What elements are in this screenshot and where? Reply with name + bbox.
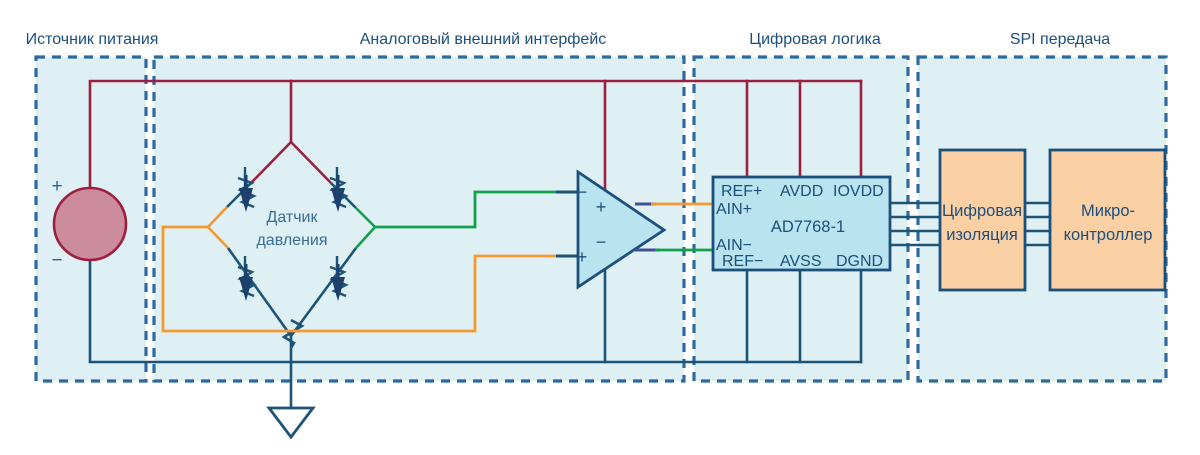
voltage-source-plus-label: +	[51, 176, 62, 197]
bridge-arm-bottom-left-b	[226, 247, 293, 337]
adc-pin-ref-plus: REF+	[721, 183, 762, 200]
bridge-arm-bottom-right	[355, 226, 376, 249]
bridge-arm-bottom-left	[207, 226, 229, 249]
section-title-digital: Цифровая логика	[749, 31, 881, 48]
ground-symbol	[266, 406, 316, 440]
microcontroller-body	[1048, 148, 1167, 292]
instrumentation-amplifier: − + + −	[576, 169, 667, 290]
power-rail-net	[88, 79, 863, 190]
adc-chip: REF+ AVDD IOVDD AIN+ AIN− AD7768-1 REF− …	[711, 175, 892, 272]
strain-gauge-arrow-top-right	[331, 188, 345, 212]
sensor-label-line2: давления	[256, 232, 327, 249]
digital-isolation-block: Цифровая изоляция	[938, 148, 1027, 292]
adc-chip-body	[711, 175, 892, 272]
amplifier-input-minus-top: −	[577, 182, 588, 202]
adc-pin-ain-minus: AIN−	[716, 237, 752, 254]
bridge-arm-top-right	[290, 141, 332, 184]
amplifier-input-plus-bottom: +	[577, 247, 588, 267]
section-title-spi: SPI передача	[1010, 31, 1110, 48]
adc-pin-ain-plus: AIN+	[716, 201, 752, 218]
amplifier-input-stubs	[556, 190, 578, 258]
adc-pin-iovdd: IOVDD	[833, 183, 884, 200]
pressure-sensor-bridge: Датчик давления	[207, 141, 376, 349]
amplifier-body	[576, 169, 667, 290]
bridge-bottom-jog	[281, 318, 305, 349]
voltage-source-minus-label: −	[51, 250, 62, 271]
adc-pin-avss: AVSS	[780, 253, 822, 270]
adc-pin-avdd: AVDD	[780, 183, 823, 200]
section-title-analog: Аналоговый внешний интерфейс	[360, 31, 607, 48]
section-title-power: Источник питания	[26, 31, 159, 48]
spi-bus-lines	[890, 201, 1050, 247]
amplifier-input-minus-inner: −	[596, 232, 607, 252]
microcontroller-label-line1: Микро-	[1081, 202, 1135, 220]
adc-pin-ref-minus: REF−	[722, 253, 763, 270]
bridge-arm-top-left	[250, 141, 292, 184]
microcontroller-block: Микро- контроллер	[1048, 148, 1167, 292]
ground-symbol-triangle	[266, 406, 316, 440]
digital-isolation-label-line2: изоляция	[946, 226, 1018, 244]
strain-gauge-arrow-bottom-right	[331, 277, 345, 301]
ground-rail-net	[88, 258, 863, 410]
signal-wire-green-to-amp	[375, 190, 558, 229]
amplifier-input-plus-inner: +	[596, 197, 607, 217]
bridge-arm-top-right-c	[355, 207, 376, 228]
section-titles: Источник питания Аналоговый внешний инте…	[26, 31, 1111, 48]
voltage-source: + −	[51, 176, 128, 271]
adc-pin-dgnd: DGND	[836, 253, 883, 270]
adc-chip-name: AD7768-1	[771, 218, 845, 236]
microcontroller-label-line2: контроллер	[1064, 226, 1153, 244]
digital-isolation-label-line1: Цифровая	[942, 202, 1022, 220]
strain-gauge-arrow-bottom-left	[239, 277, 253, 301]
sensor-label-line1: Датчик	[267, 209, 319, 226]
strain-gauge-arrow-top-left	[239, 188, 253, 212]
voltage-source-body	[52, 186, 128, 262]
bridge-arm-top-left-c	[207, 206, 228, 228]
digital-isolation-body	[938, 148, 1027, 292]
signal-wire-orange-to-amp	[161, 225, 558, 333]
bridge-arm-bottom-right-b	[289, 247, 358, 337]
